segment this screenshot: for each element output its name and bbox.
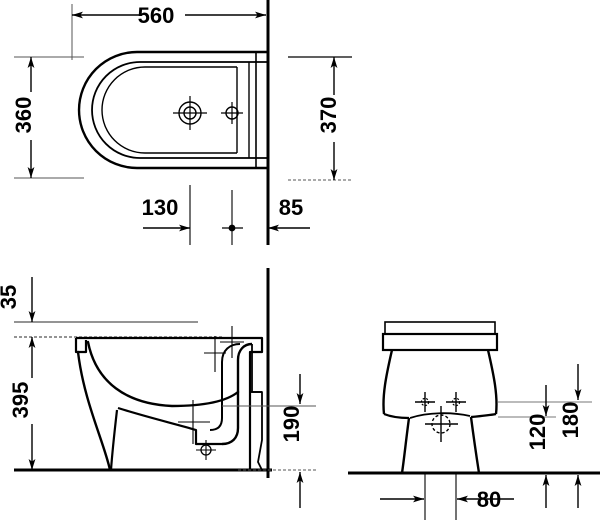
dimension-85: 85 [268, 195, 310, 232]
plan-center-mark [222, 190, 243, 245]
dimension-180-label: 180 [558, 402, 583, 439]
faucet-hole-crosshair [173, 96, 207, 130]
side-trap-crosshair-upper [220, 326, 244, 358]
front-pedestal-left [400, 417, 411, 474]
front-bowl-right-curve [486, 349, 498, 415]
dimension-360: 360 [11, 56, 84, 179]
side-fixing-crosshair [196, 440, 216, 460]
dimension-190-label: 190 [279, 406, 304, 443]
side-back-panel-inner [251, 344, 263, 471]
side-trap-inner [209, 343, 241, 431]
dimension-190: 190 [222, 374, 316, 508]
dimension-360-label: 360 [11, 97, 36, 134]
dimension-370: 370 [288, 56, 352, 181]
dimension-180: 180 [558, 364, 583, 508]
dimension-80-label: 80 [477, 487, 501, 512]
front-pedestal-right [469, 416, 481, 474]
front-rim-lower [381, 332, 499, 352]
side-trap-crosshair-mid [204, 336, 226, 372]
plan-bowl-outline [101, 66, 237, 154]
front-bowl-left-curve [382, 349, 394, 415]
dimension-35: 35 [0, 277, 36, 322]
dimension-130: 130 [142, 185, 191, 245]
secondary-hole-crosshair [221, 102, 243, 124]
plan-view: 560 360 370 130 [11, 0, 352, 245]
dimension-85-label: 85 [279, 195, 303, 220]
front-left-shoulder [383, 412, 410, 420]
side-body-outer-curve [76, 350, 112, 472]
dimension-370-label: 370 [316, 97, 341, 134]
dimension-130-label: 130 [142, 195, 179, 220]
dimension-120: 120 [525, 385, 550, 508]
dimension-395: 395 [8, 337, 36, 470]
front-fixing-crosshair-right [446, 392, 466, 412]
front-waist-line [409, 412, 471, 419]
side-pedestal-front [109, 409, 119, 471]
side-bowl-underside [117, 406, 222, 446]
front-fixing-crosshair-left [415, 392, 435, 412]
side-bowl-inner-curve [86, 340, 240, 408]
plan-outer-outline [77, 50, 268, 170]
front-elevation-view: 120 180 80 [348, 321, 600, 520]
side-rim-lip [74, 338, 88, 354]
dimension-120-label: 120 [525, 414, 550, 451]
plan-rim-outline [91, 61, 268, 159]
dimension-395-label: 395 [8, 382, 33, 419]
dimension-560: 560 [71, 3, 266, 60]
side-elevation-view: 35 395 190 [0, 268, 316, 508]
dimension-560-label: 560 [138, 3, 175, 28]
side-trap-outer [221, 342, 253, 446]
dimension-80: 80 [380, 474, 514, 520]
front-right-shoulder [470, 412, 497, 419]
front-outlet-crosshair [425, 406, 458, 442]
dimension-35-label: 35 [0, 285, 21, 309]
side-outlet-crosshair [178, 400, 210, 444]
